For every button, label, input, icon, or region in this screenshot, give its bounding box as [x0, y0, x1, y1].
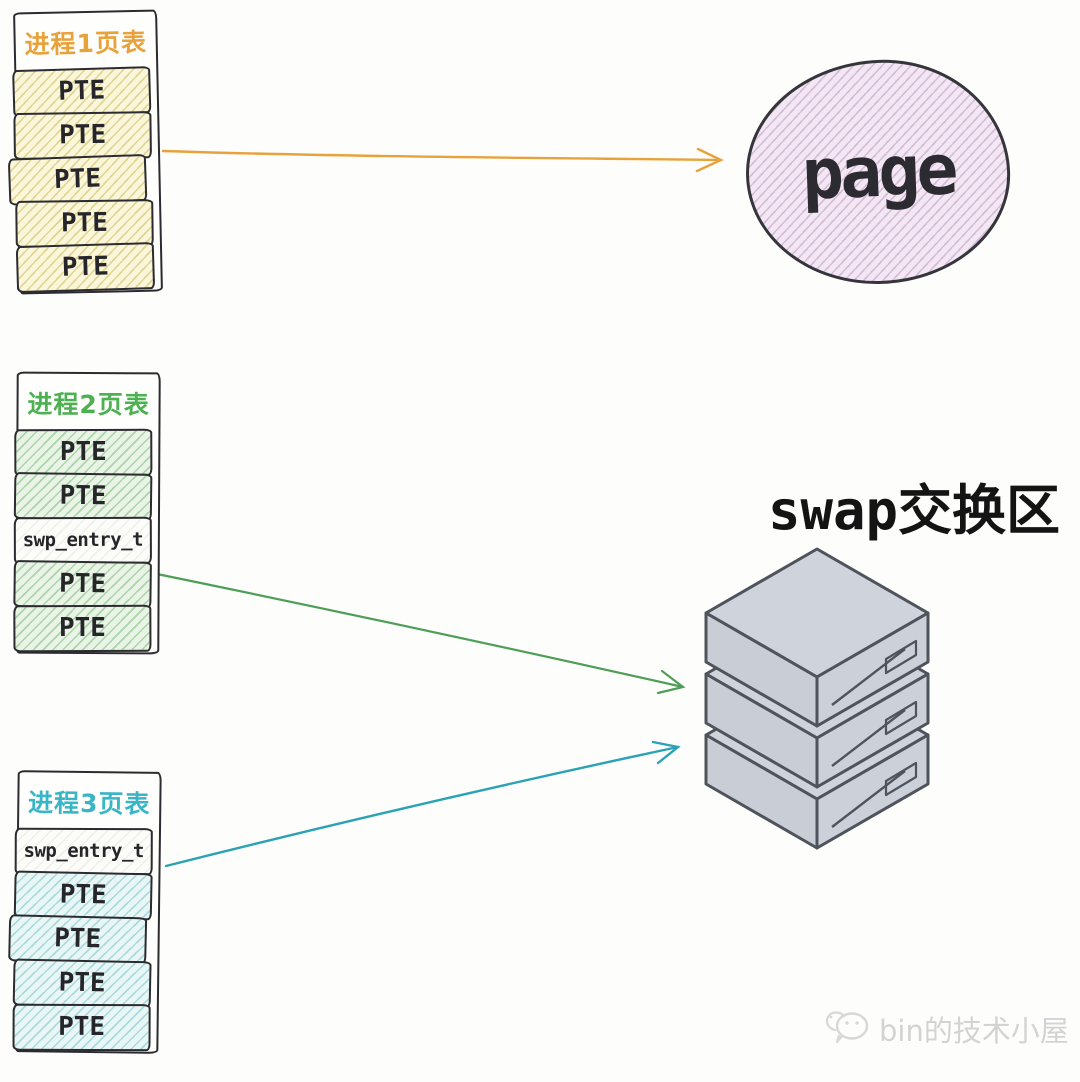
process2-page-table-title: 进程2页表 — [27, 389, 150, 420]
disk-label — [884, 639, 918, 675]
watermark: bin的技术小屋 — [822, 1008, 1069, 1050]
process1-page-table: 进程1页表 PTE PTE PTE PTE PTE — [7, 9, 163, 295]
pte-row: PTE — [13, 870, 153, 921]
swp-entry-row: swp_entry_t — [13, 516, 152, 564]
arrow-process2-to-swap — [155, 572, 686, 695]
process2-page-table: 进程2页表 PTE PTE swp_entry_t PTE PTE — [13, 371, 161, 654]
pte-row: PTE — [7, 154, 148, 206]
swap-box-1 — [704, 547, 930, 728]
watermark-text: bin的技术小屋 — [879, 1014, 1069, 1048]
pte-row: PTE — [13, 604, 152, 652]
swp-entry-row: swp_entry_t — [14, 828, 153, 876]
arrow-process3-to-swap — [164, 740, 681, 868]
wechat-icon — [825, 1011, 869, 1044]
disk-label — [884, 700, 918, 736]
disk-slot-line — [831, 770, 906, 828]
pte-row: PTE — [12, 958, 152, 1008]
swap-stack — [704, 547, 930, 850]
pte-row: PTE — [13, 560, 152, 609]
disk-slot-line — [831, 648, 906, 706]
page-node-label: page — [800, 128, 956, 216]
process3-page-table-title: 进程3页表 — [27, 788, 151, 819]
disk-slot-line — [831, 709, 906, 767]
pte-row: PTE — [13, 111, 152, 160]
swap-area-title: swap交换区 — [768, 479, 1061, 542]
disk-label — [884, 761, 918, 797]
pte-row: PTE — [15, 242, 156, 293]
pte-row: PTE — [14, 429, 153, 477]
pte-row: PTE — [8, 914, 148, 965]
pte-row: PTE — [12, 66, 152, 118]
arrow-process1-to-page — [161, 147, 724, 173]
process1-page-table-title: 进程1页表 — [24, 27, 148, 60]
process3-page-table: 进程3页表 swp_entry_t PTE PTE PTE PTE — [8, 770, 162, 1054]
pte-row: PTE — [12, 1003, 151, 1051]
pte-row: PTE — [15, 199, 154, 248]
pte-row: PTE — [13, 472, 153, 521]
